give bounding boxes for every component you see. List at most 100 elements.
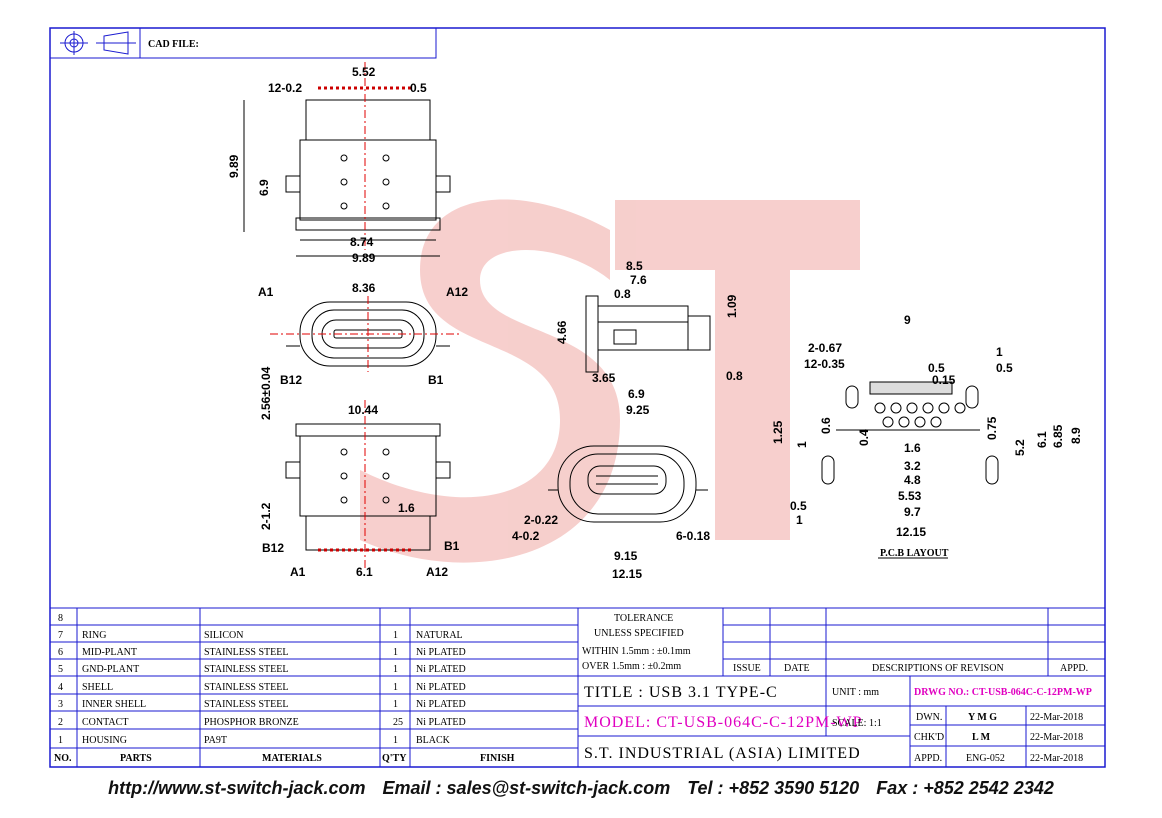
model-label: MODEL: CT-USB-064C-C-12PM-WP (584, 714, 863, 731)
dim-pcb-035: 12-0.35 (804, 357, 845, 371)
dim-pcb-1: 1 (996, 345, 1003, 359)
dim-end-402: 4-0.2 (512, 529, 540, 543)
bom-cell-r1-c2: SILICON (204, 630, 243, 641)
dim-pcb-48: 4.8 (904, 473, 921, 487)
dim-side-08: 0.8 (614, 287, 631, 301)
dwn-date: 22-Mar-2018 (1030, 712, 1083, 723)
appd-label: APPD. (914, 753, 942, 764)
dim-pcb-075: 0.75 (985, 416, 999, 440)
bom-cell-r2-c1: MID-PLANT (82, 647, 137, 658)
dim-pcb-1215: 12.15 (896, 525, 926, 539)
dim-pcb-61: 6.1 (1035, 431, 1049, 448)
engineering-drawing: CAD FILE: 5.52 12-0.2 0.5 9.89 6.9 8.74 … (49, 27, 1106, 768)
dim-pcb-685: 6.85 (1051, 424, 1065, 448)
dim-side-76: 7.6 (630, 273, 647, 287)
bom-cell-r4-c4: Ni PLATED (416, 682, 466, 693)
dim-end-915: 9.15 (614, 549, 638, 563)
dim-top-552: 5.52 (352, 65, 376, 79)
label-b1: B1 (428, 373, 444, 387)
bottom-view (285, 400, 451, 570)
cad-file-label: CAD FILE: (148, 39, 199, 50)
drawing-number: DRWG NO.: CT-USB-064C-C-12PM-WP (914, 687, 1092, 698)
dim-front-836: 8.36 (352, 281, 376, 295)
bom-cell-r1-c4: NATURAL (416, 630, 463, 641)
date-header: DATE (784, 663, 810, 674)
bom-header: NO. PARTS MATERIALS Q'TY FINISH (54, 753, 515, 764)
bom-cell-r5-c3: 1 (393, 699, 398, 710)
dim-pcb-553: 5.53 (898, 489, 922, 503)
appd-date: 22-Mar-2018 (1030, 753, 1083, 764)
unit-label: UNIT : mm (832, 687, 879, 698)
dim-side-85: 8.5 (626, 259, 643, 273)
pcb-layout (821, 381, 999, 485)
bom-cell-r2-c0: 6 (58, 647, 63, 658)
bom-cell-r3-c1: GND-PLANT (82, 664, 139, 675)
dim-side-69: 6.9 (628, 387, 645, 401)
email-link[interactable]: Email : sales@st-switch-jack.com (382, 778, 671, 798)
chk-name: L M (972, 732, 991, 743)
bom-cell-r4-c1: SHELL (82, 682, 113, 693)
dim-pcb-015: 0.15 (932, 373, 956, 387)
bom-cell-r2-c4: Ni PLATED (416, 647, 466, 658)
contact-footer: http://www.st-switch-jack.com Email : sa… (0, 778, 1162, 799)
bom-cell-r6-c0: 2 (58, 717, 63, 728)
dim-side-109: 1.09 (725, 294, 739, 318)
label-b12: B12 (280, 373, 302, 387)
bom-header-no: NO. (54, 753, 72, 764)
bom-cell-r3-c2: STAINLESS STEEL (204, 664, 288, 675)
label-a12: A12 (446, 285, 468, 299)
dim-pcb-067: 2-0.67 (808, 341, 842, 355)
dim-pcb-125: 1.25 (771, 420, 785, 444)
company-name: S.T. INDUSTRIAL (ASIA) LIMITED (584, 745, 861, 762)
website-link[interactable]: http://www.st-switch-jack.com (108, 778, 366, 798)
bom-cell-r4-c2: STAINLESS STEEL (204, 682, 288, 693)
cad-file-cell (139, 27, 437, 59)
dim-pcb-1c: 1 (796, 513, 803, 527)
dim-pcb-05: 0.5 (928, 361, 945, 375)
dim-side-466: 4.66 (555, 320, 569, 344)
bom-cell-r6-c2: PHOSPHOR BRONZE (204, 717, 299, 728)
dim-pcb-16: 1.6 (904, 441, 921, 455)
dim-end-618: 6-0.18 (676, 529, 710, 543)
bom-cell-r2-c3: 1 (393, 647, 398, 658)
bom-cell-r4-c3: 1 (393, 682, 398, 693)
dim-side-365: 3.65 (592, 371, 616, 385)
dwn-label: DWN. (916, 712, 942, 723)
bom-cell-r5-c2: STAINLESS STEEL (204, 699, 288, 710)
dim-bottom-1044: 10.44 (348, 403, 378, 417)
bom-cell-r1-c1: RING (82, 630, 106, 641)
dim-side-08b: 0.8 (726, 369, 743, 383)
bom-cell-r1-c3: 1 (393, 630, 398, 641)
dim-pcb-1b: 1 (795, 441, 809, 448)
tolerance-over: OVER 1.5mm : ±0.2mm (582, 661, 681, 672)
dim-pcb-32: 3.2 (904, 459, 921, 473)
bom-cell-r3-c3: 1 (393, 664, 398, 675)
dim-bottom-212: 2-1.2 (259, 502, 273, 530)
revision-header: DESCRIPTIONS OF REVISON (872, 663, 1004, 674)
fax-text: Fax : +852 2542 2342 (876, 778, 1054, 798)
dim-top-989: 9.89 (352, 251, 376, 265)
bom-header-parts: PARTS (120, 753, 152, 764)
label-a1-bottom: A1 (290, 565, 306, 579)
appd-header: APPD. (1060, 663, 1088, 674)
appd-name: ENG-052 (966, 753, 1005, 764)
scale-label: SCALE: 1:1 (832, 718, 882, 729)
bom-header-materials: MATERIALS (262, 753, 322, 764)
label-a12-bottom: A12 (426, 565, 448, 579)
label-b12-bottom: B12 (262, 541, 284, 555)
title-block-grid (577, 607, 1106, 768)
bom-cell-r1-c0: 7 (58, 630, 63, 641)
dim-top-874: 8.74 (350, 235, 374, 249)
tolerance-within: WITHIN 1.5mm : ±0.1mm (582, 646, 691, 657)
bom-cell-r6-c1: CONTACT (82, 717, 128, 728)
dim-end-1215: 12.15 (612, 567, 642, 581)
dim-pcb-52: 5.2 (1013, 439, 1027, 456)
front-view (270, 296, 460, 372)
bom-cell-r6-c4: Ni PLATED (416, 717, 466, 728)
phone-text: Tel : +852 3590 5120 (687, 778, 860, 798)
dim-top-989v: 9.89 (227, 154, 241, 178)
bom-header-finish: FINISH (480, 753, 515, 764)
label-a1: A1 (258, 285, 274, 299)
dim-end-222: 2-0.22 (524, 513, 558, 527)
st-watermark (360, 199, 860, 563)
